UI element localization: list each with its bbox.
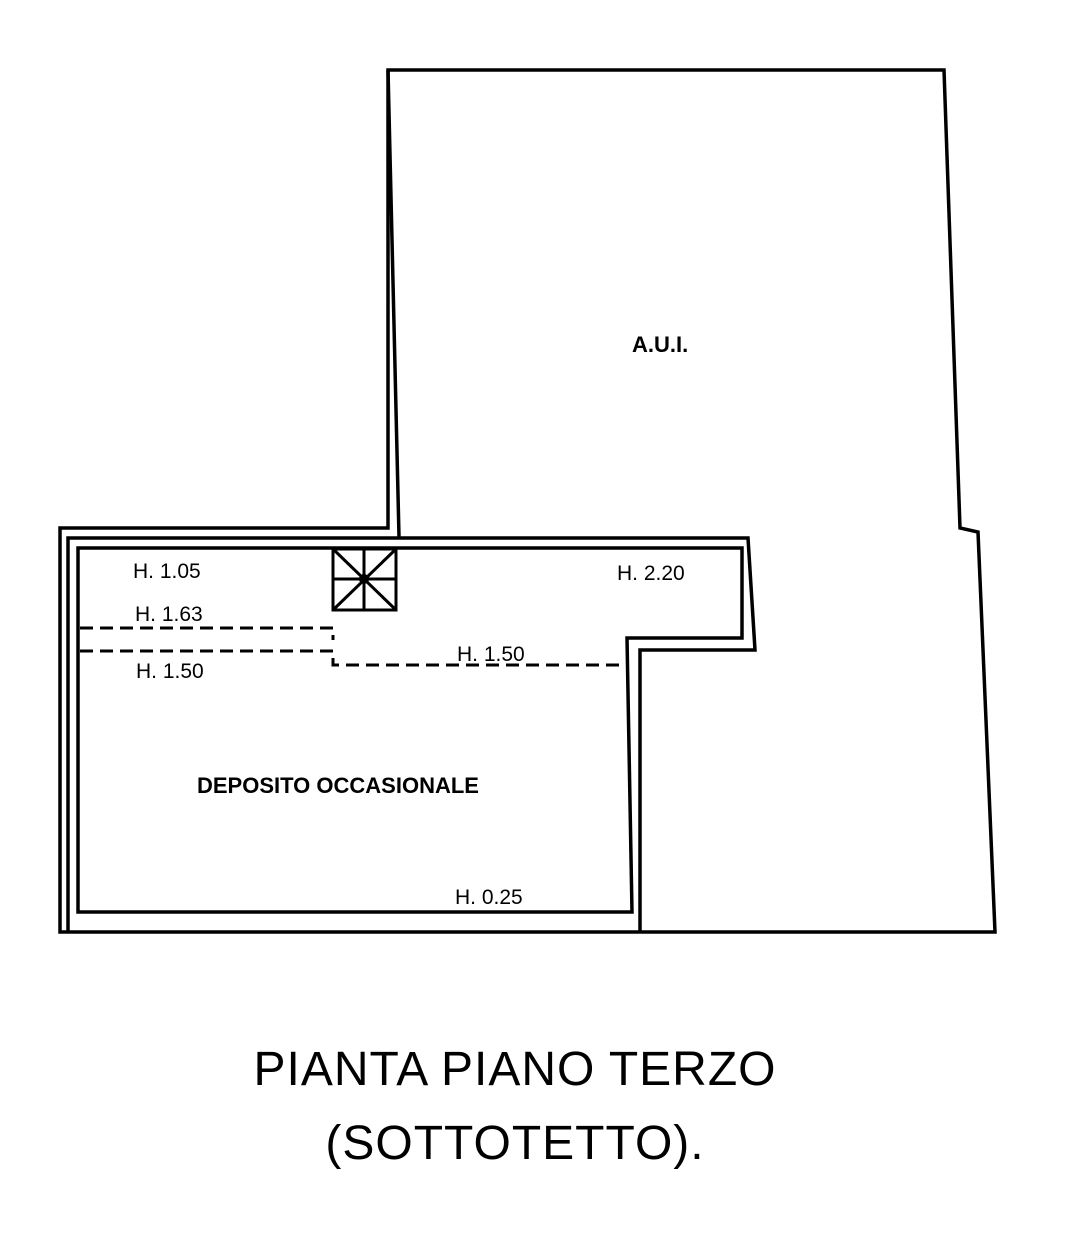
height-line-upper <box>80 626 335 640</box>
height-label-025: H. 0.25 <box>455 886 523 909</box>
deposito-inner-wall <box>76 546 744 914</box>
outer-wall <box>58 68 997 934</box>
room-label-deposito: DEPOSITO OCCASIONALE <box>197 773 479 798</box>
plan-title: PIANTA PIANO TERZO <box>253 1043 777 1096</box>
height-label-150-left: H. 1.50 <box>136 660 204 683</box>
spiral-staircase <box>331 547 398 612</box>
plan-subtitle: (SOTTOTETTO). <box>325 1117 705 1170</box>
height-line-lower <box>80 649 627 667</box>
height-label-163: H. 1.63 <box>135 603 203 626</box>
deposito-outer-wall <box>66 536 757 932</box>
height-label-220: H. 2.20 <box>617 562 685 585</box>
height-label-150-mid: H. 1.50 <box>457 643 525 666</box>
height-label-105: H. 1.05 <box>133 560 201 583</box>
room-label-aui: A.U.I. <box>632 332 688 357</box>
aui-left-wall <box>386 69 401 538</box>
